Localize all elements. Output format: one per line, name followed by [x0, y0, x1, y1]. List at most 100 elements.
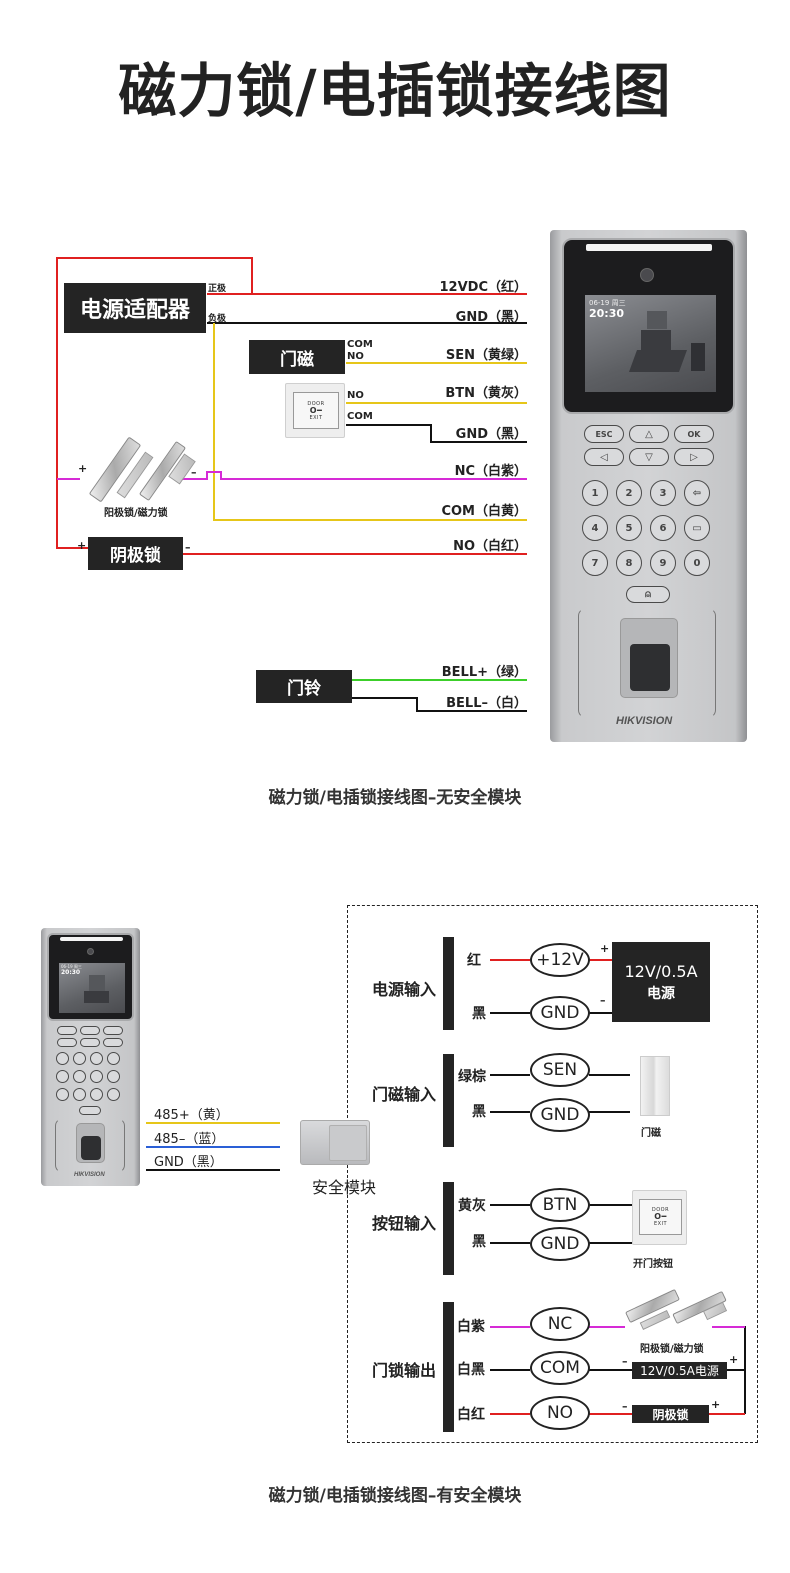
group-bar-door-sensor — [443, 1054, 454, 1147]
key-small[interactable] — [107, 1070, 120, 1083]
key-backspace[interactable]: ⇦ — [684, 480, 710, 506]
key-5[interactable]: 5 — [616, 515, 642, 541]
camera-icon-small — [87, 948, 94, 955]
cathode-lock-minus: – — [185, 541, 191, 554]
wire-label-12vdc: 12VDC（红） — [439, 280, 527, 295]
fingerprint-frame — [578, 608, 716, 718]
doorbell-box: 门铃 — [256, 670, 352, 703]
access-terminal-device-small: 06-19 周三 20:30 — [41, 928, 140, 1186]
wire-label-com: COM（白黄） — [441, 504, 527, 519]
negative-label: 负极 — [208, 314, 227, 324]
group-label-button-input: 按钮输入 — [372, 1214, 437, 1233]
key-small[interactable] — [107, 1088, 120, 1101]
key-left-small[interactable] — [57, 1038, 77, 1047]
key-1[interactable]: 1 — [582, 480, 608, 506]
fingerprint-housing — [620, 618, 678, 698]
psu-minus: – — [600, 994, 606, 1007]
color-label-white-purple: 白紫 — [457, 1319, 485, 1335]
exit-button-door-text: DOOR — [307, 400, 325, 407]
key-esc-small[interactable] — [57, 1026, 77, 1035]
psu-label-line2: 电源 — [647, 985, 675, 1002]
device-face-panel: 06-19 周三 20:30 — [562, 238, 735, 414]
color-label-white-red: 白红 — [457, 1407, 485, 1423]
color-label-yellow-gray: 黄灰 — [458, 1198, 486, 1214]
key-7[interactable]: 7 — [582, 550, 608, 576]
camera-icon — [640, 268, 654, 282]
key-small[interactable] — [56, 1052, 69, 1065]
terminal-gnd-button: GND — [530, 1227, 590, 1261]
key-6[interactable]: 6 — [650, 515, 676, 541]
door-contact-com: COM — [347, 339, 373, 350]
group-label-power-input: 电源输入 — [372, 980, 437, 999]
key-down-small[interactable] — [80, 1038, 100, 1047]
key-small[interactable] — [56, 1088, 69, 1101]
wire-label-485-gnd: GND（黑） — [154, 1155, 223, 1170]
exit-button-no: NO — [347, 390, 364, 401]
key-bell[interactable]: ⍝ — [626, 586, 670, 603]
screen-time: 20:30 — [589, 307, 625, 320]
key-small[interactable] — [90, 1052, 103, 1065]
terminal-nc: NC — [530, 1307, 590, 1341]
key-small[interactable] — [107, 1052, 120, 1065]
door-contact-box: 门磁 — [249, 340, 345, 374]
terminal-12v: +12V — [530, 943, 590, 977]
key-small[interactable] — [90, 1070, 103, 1083]
key-4[interactable]: 4 — [582, 515, 608, 541]
wire-nc — [180, 471, 527, 480]
key-down[interactable]: ▽ — [629, 448, 669, 466]
lock-psu-minus: – — [622, 1355, 628, 1368]
key-small[interactable] — [90, 1088, 103, 1101]
security-module-image — [300, 1120, 370, 1165]
key-3[interactable]: 3 — [650, 480, 676, 506]
terminal-gnd-sensor: GND — [530, 1098, 590, 1132]
key-0[interactable]: 0 — [684, 550, 710, 576]
key-2[interactable]: 2 — [616, 480, 642, 506]
caption-no-security-module: 磁力锁/电插锁接线图–无安全模块 — [268, 788, 522, 808]
cathode-lock-label-2: 阴极锁 — [652, 1407, 689, 1422]
device-screen: 06-19 周三 20:30 — [585, 295, 716, 392]
wire-label-485-plus: 485+（黄） — [154, 1108, 229, 1123]
color-label-red: 红 — [467, 953, 481, 969]
device-keypad-small — [57, 1026, 123, 1047]
fingerprint-housing-small — [76, 1123, 105, 1163]
key-left[interactable]: ◁ — [584, 448, 624, 466]
key-right-small[interactable] — [103, 1038, 123, 1047]
key-8[interactable]: 8 — [616, 550, 642, 576]
key-up[interactable]: △ — [629, 425, 669, 443]
key-right[interactable]: ▷ — [674, 448, 714, 466]
key-small[interactable] — [73, 1052, 86, 1065]
lock-psu-box: 12V/0.5A电源 — [632, 1362, 727, 1379]
group-bar-button — [443, 1182, 454, 1275]
exit-button-image: DOOR O━ EXIT — [285, 383, 345, 438]
key-card[interactable]: ▭ — [684, 515, 710, 541]
security-module-wiring-frame — [347, 905, 758, 1443]
wire-label-bell-minus: BELL–（白） — [446, 696, 527, 711]
terminal-btn: BTN — [530, 1188, 590, 1222]
fingerprint-sensor-small[interactable] — [81, 1136, 101, 1160]
key-small[interactable] — [73, 1088, 86, 1101]
terminal-no: NO — [530, 1396, 590, 1430]
key-small[interactable] — [56, 1070, 69, 1083]
device-numpad: 1 2 3 ⇦ 4 5 6 ▭ 7 8 9 0 — [582, 480, 710, 576]
key-esc[interactable]: ESC — [584, 425, 624, 443]
wire-label-bell-plus: BELL+（绿） — [441, 665, 527, 680]
key-up-small[interactable] — [80, 1026, 100, 1035]
key-bell-small[interactable] — [79, 1106, 101, 1115]
fingerprint-sensor[interactable] — [630, 644, 670, 691]
power-adapter-box: 电源适配器 — [64, 283, 206, 333]
access-terminal-device: 06-19 周三 20:30 ESC △ OK ◁ ▽ ▷ 1 2 3 ⇦ 4 … — [550, 230, 747, 742]
wire-label-gnd-1: GND（黑） — [455, 310, 527, 325]
wire-label-sen: SEN（黄绿） — [445, 348, 527, 363]
key-ok-small[interactable] — [103, 1026, 123, 1035]
device-screen-small: 06-19 周三 20:30 — [59, 963, 125, 1013]
wire-positive-loop — [56, 257, 253, 549]
wire-label-485-minus: 485–（蓝） — [154, 1132, 225, 1147]
device-light-bar — [586, 244, 712, 251]
key-ok[interactable]: OK — [674, 425, 714, 443]
exit-button-exit-text-2: EXIT — [653, 1221, 668, 1227]
key-small[interactable] — [73, 1070, 86, 1083]
key-9[interactable]: 9 — [650, 550, 676, 576]
color-label-black: 黑 — [472, 1006, 486, 1022]
cathode-lock-label: 阴极锁 — [110, 546, 161, 566]
screen-date: 06-19 周三 — [589, 299, 626, 307]
